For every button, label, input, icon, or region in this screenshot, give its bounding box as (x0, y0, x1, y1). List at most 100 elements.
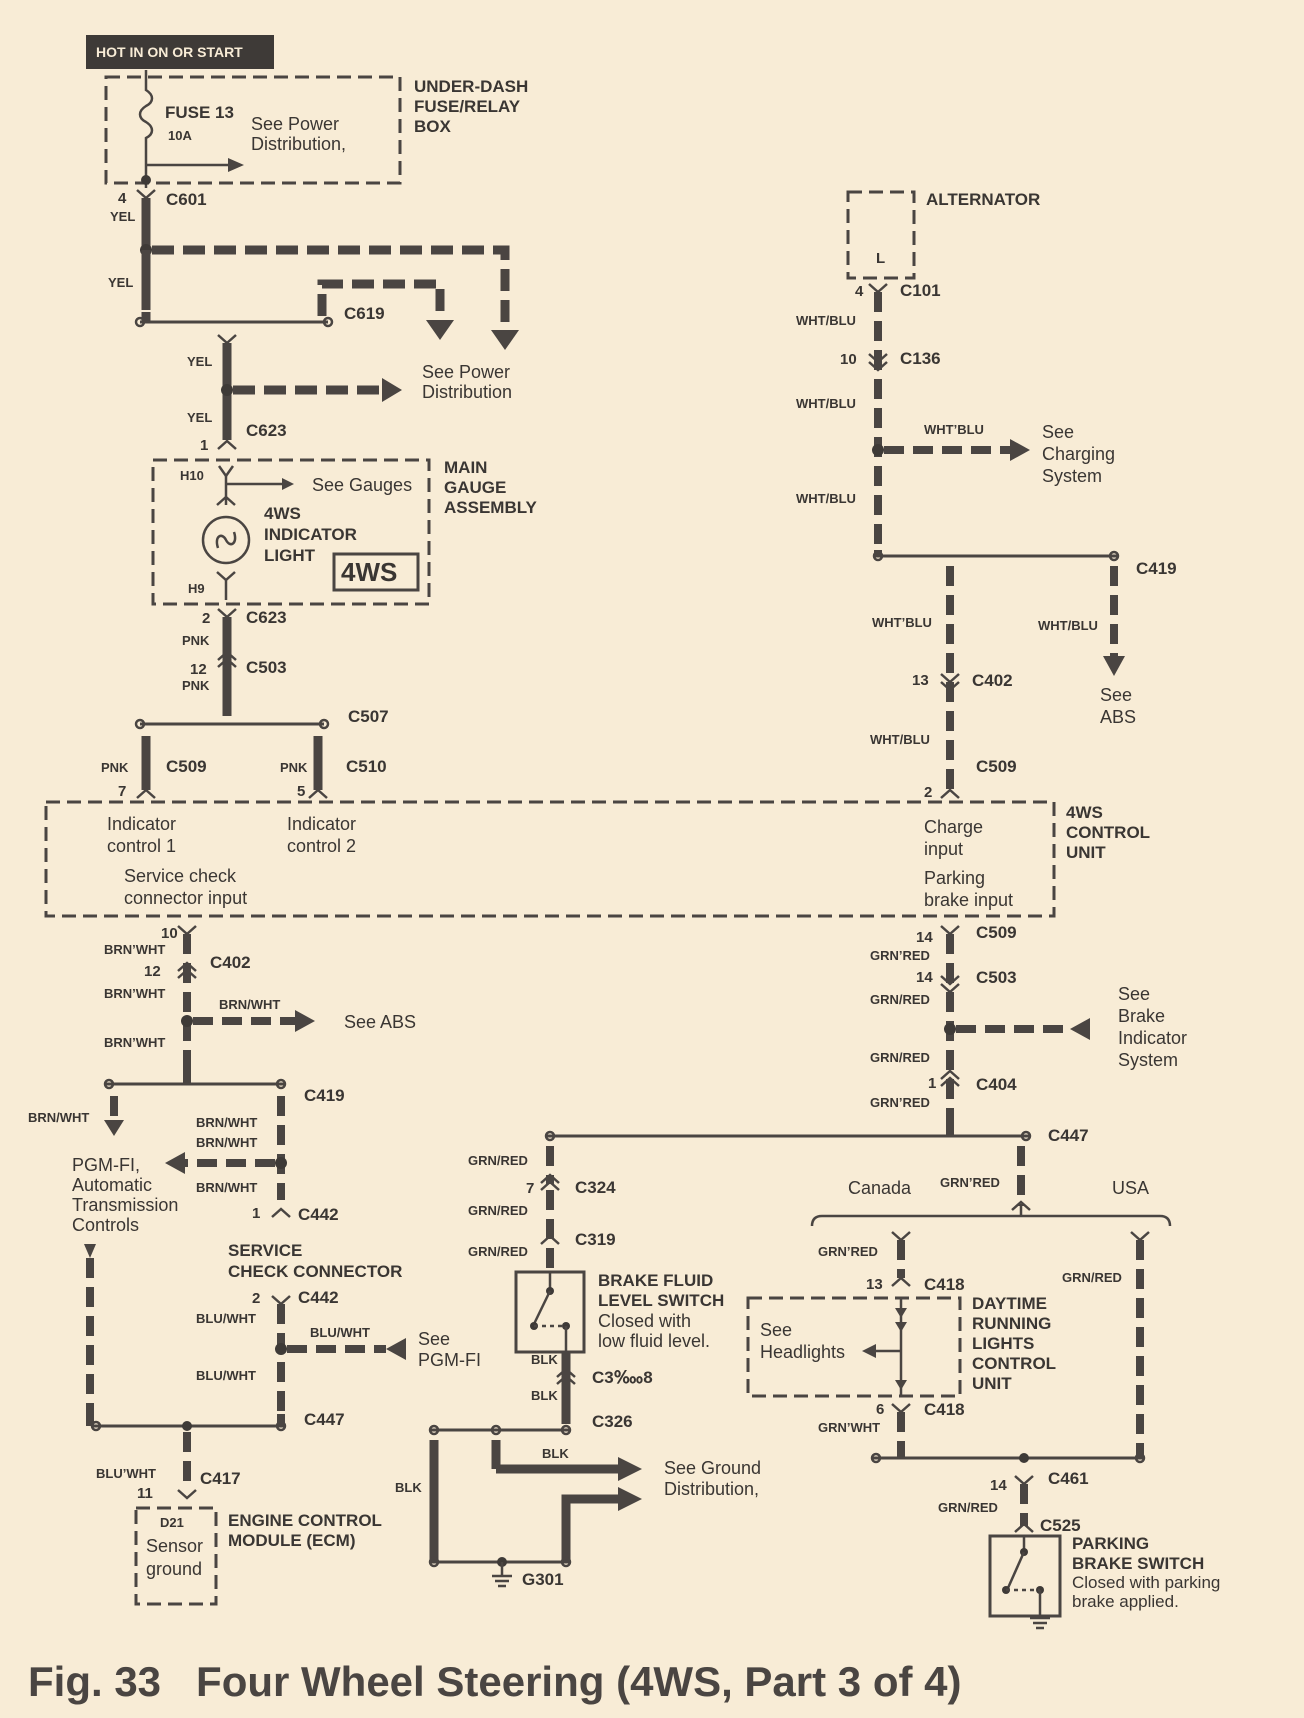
pgmfi-ref: Controls (72, 1215, 139, 1235)
drl-control-unit (746, 1296, 962, 1398)
ecm-pin-label: Sensor (146, 1536, 203, 1556)
see-headlights-ref: Headlights (760, 1342, 845, 1362)
fuse-note: Distribution, (251, 134, 346, 154)
brake-fluid-note: Closed with (598, 1311, 691, 1331)
pin-number: 2 (252, 1290, 260, 1307)
see-abs-ref: See ABS (344, 1012, 416, 1032)
connector-c402: C402 (210, 953, 251, 972)
see-abs-right-ref: See (1100, 685, 1132, 705)
cu-pin-label: connector input (124, 888, 247, 908)
wire-color: GRN/RED (870, 992, 930, 1007)
gauge-title: ASSEMBLY (444, 498, 538, 517)
pin-number: 14 (916, 969, 933, 986)
wire-color: GRN/RED (870, 1050, 930, 1065)
wire-color: PNK (101, 760, 129, 775)
see-pgmfi-ref: See (418, 1329, 450, 1349)
indicator-bulb-icon (201, 515, 251, 565)
wire-color: BRN/WHT (196, 1180, 257, 1195)
gauge-title: MAIN (444, 458, 487, 477)
wire-color: WHT’BLU (872, 615, 932, 630)
wire-color: BLU/WHT (196, 1311, 256, 1326)
ecm-title: ENGINE CONTROL (228, 1511, 382, 1530)
fuse-relay-box (104, 75, 402, 185)
connector-c417: C417 (200, 1469, 241, 1488)
see-brake-ref: Brake (1118, 1006, 1165, 1026)
fuse-symbol (138, 70, 154, 188)
wire-color: PNK (280, 760, 308, 775)
pin-number: 14 (916, 929, 933, 946)
connector-c318: C3‱8 (592, 1368, 653, 1387)
see-ground-ref: See Ground (664, 1458, 761, 1478)
wire-color: BLU/WHT (310, 1325, 370, 1340)
pin-number: 13 (866, 1276, 883, 1293)
figure-caption: Fig. 33 Four Wheel Steering (4WS, Part 3… (28, 1658, 961, 1705)
cu-pin-label: control 2 (287, 836, 356, 856)
connector-c509: C509 (166, 757, 207, 776)
connector-c442: C442 (298, 1288, 339, 1307)
connector-c326: C326 (592, 1412, 633, 1431)
service-check-title: SERVICE (228, 1241, 302, 1260)
pin-number: 14 (990, 1477, 1007, 1494)
wire-color: BRN’WHT (104, 942, 165, 957)
parking-brake-note: Closed with parking (1072, 1573, 1220, 1592)
see-power-ref: See Power (422, 362, 510, 382)
alternator-box (846, 190, 916, 280)
wire-color: WHT’BLU (924, 422, 984, 437)
wire-color: WHT/BLU (796, 491, 856, 506)
drl-title: DAYTIME (972, 1294, 1047, 1313)
wire-color: BLK (395, 1480, 422, 1495)
connector-c461: C461 (1048, 1469, 1089, 1488)
drl-title: RUNNING (972, 1314, 1051, 1333)
connector-c507: C507 (348, 707, 389, 726)
cu-title: CONTROL (1066, 823, 1150, 842)
gauge-title: GAUGE (444, 478, 506, 497)
fuse-box-title: UNDER-DASH (414, 77, 528, 96)
pin-number: 11 (137, 1485, 153, 1502)
pin-number: L (876, 250, 885, 267)
indicator-label: LIGHT (264, 546, 316, 565)
canada-label: Canada (848, 1178, 912, 1198)
wire-color: YEL (187, 354, 212, 369)
wire-color: GRN/RED (1062, 1270, 1122, 1285)
drl-title: UNIT (972, 1374, 1012, 1393)
usa-label: USA (1112, 1178, 1149, 1198)
pin-number: 10 (840, 351, 857, 368)
wire-color: BLU’WHT (96, 1466, 156, 1481)
pin-number: 13 (912, 672, 929, 689)
drl-title: CONTROL (972, 1354, 1056, 1373)
pgmfi-ref: Automatic (72, 1175, 152, 1195)
pin-number: 6 (876, 1401, 884, 1418)
wire-color: BLK (531, 1388, 558, 1403)
fuse-rating: 10A (168, 128, 192, 143)
cu-pin-label: input (924, 839, 963, 859)
see-abs-right-ref: ABS (1100, 707, 1136, 727)
cu-pin-label: Service check (124, 866, 237, 886)
wire-color: BLU/WHT (196, 1368, 256, 1383)
parking-brake-note: brake applied. (1072, 1592, 1179, 1611)
see-brake-ref: Indicator (1118, 1028, 1187, 1048)
wire-color: GRN’RED (940, 1175, 1000, 1190)
wire-color: BRN/WHT (196, 1135, 257, 1150)
wire-color: WHT/BLU (870, 732, 930, 747)
see-power-ref: Distribution (422, 382, 512, 402)
see-headlights-ref: See (760, 1320, 792, 1340)
see-ground-ref: Distribution, (664, 1479, 759, 1499)
pin-number: 1 (200, 437, 208, 454)
wire-color: BLK (531, 1352, 558, 1367)
wire-color: YEL (110, 209, 135, 224)
pin-number: 2 (202, 610, 210, 627)
connector-c402: C402 (972, 671, 1013, 690)
wire-color: WHT/BLU (1038, 618, 1098, 633)
connector-c447: C447 (304, 1410, 345, 1429)
pin-number: 12 (144, 963, 161, 980)
pin-number: 4 (855, 283, 864, 300)
pin-number: 10 (161, 925, 178, 942)
cu-pin-label: Indicator (287, 814, 356, 834)
wire-color: GRN’WHT (818, 1420, 880, 1435)
indicator-label: INDICATOR (264, 525, 357, 544)
pgmfi-ref: Transmission (72, 1195, 178, 1215)
parking-brake-title: BRAKE SWITCH (1072, 1554, 1204, 1573)
pin-number: 7 (118, 783, 126, 800)
wire-color: PNK (182, 678, 210, 693)
